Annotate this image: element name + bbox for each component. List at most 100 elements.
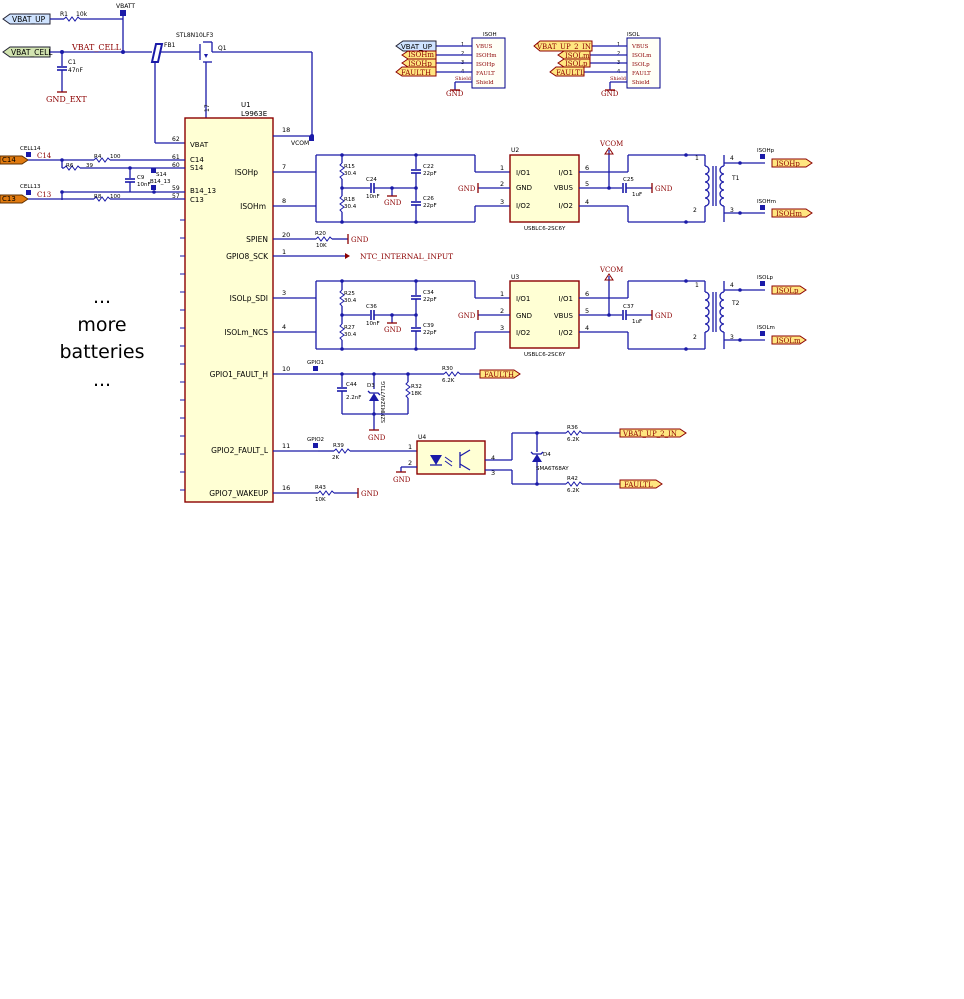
gpio2-fault-l: GPIO2 R39 2K U4 1 2 4 3 GND D4 SMA6: [307, 425, 687, 494]
r18-val: 30.4: [344, 204, 357, 210]
gnd-label-c36: GND: [384, 326, 402, 334]
gnd-label-u2: GND: [458, 185, 476, 193]
isoh-isohm-flag: [401, 50, 437, 60]
vbat-cell-wire-label: VBAT_CELL: [71, 43, 122, 52]
gpio2-label: GPIO2: [307, 437, 324, 443]
u1-pin20-num: 20: [282, 231, 290, 239]
faultl-flag: [619, 479, 663, 489]
r1-ref: R1: [60, 11, 68, 18]
islm-flag-label: ISOLm: [776, 337, 801, 345]
u2-l3: I/O2: [516, 202, 530, 210]
ellipsis-top: ...: [92, 286, 112, 308]
u1-pin59-num: 59: [172, 185, 180, 192]
u3-r2: VBUS: [554, 312, 574, 320]
u1-pin4-num: 4: [282, 323, 286, 331]
isol-vbat2-flag: [533, 40, 593, 52]
isol-filter: R25 30.4 R27 30.4 C36 10nF GND C34 22pF …: [315, 279, 510, 351]
gnd-label-c37: GND: [655, 312, 673, 320]
u3-p4: 4: [585, 324, 589, 332]
c22-ref: C22: [423, 164, 434, 170]
u2-l2: GND: [516, 184, 532, 192]
u1-pin3-num: 3: [282, 289, 286, 297]
u3-part: USBLC6-2SC6Y: [524, 352, 566, 358]
isolp-flag: [771, 285, 807, 295]
r8-val: 100: [110, 194, 121, 200]
c44-ref: C44: [346, 382, 357, 388]
u1-pin-vbat-name: VBAT: [190, 141, 209, 149]
u1-pin-gpio7-name: GPIO7_WAKEUP: [209, 489, 268, 498]
spien-r20: GND R20 10K: [315, 231, 369, 249]
gnd-label-c24: GND: [384, 199, 402, 207]
u1-pin7-num: 7: [282, 163, 286, 171]
u2-p3: 3: [500, 198, 504, 206]
c37-ref: C37: [623, 304, 634, 310]
c13-wire-label: C13: [37, 191, 51, 199]
c14-flag: [0, 155, 29, 165]
isol-shield-wire: Shield: [610, 76, 627, 82]
r20-val: 10K: [316, 243, 327, 249]
t1-pin1: 1: [695, 155, 699, 162]
u1-pin-gpio2-name: GPIO2_FAULT_L: [211, 446, 269, 455]
isoh-filter: R15 30.4 R18 30.4 C24 10nF GND C22 22pF …: [315, 153, 510, 224]
t1-pin4: 4: [730, 155, 734, 162]
q1-ref: Q1: [218, 45, 227, 52]
u1-pin-gpio1-name: GPIO1_FAULT_H: [210, 370, 268, 379]
isoh-flag-isohp: ISOHp: [408, 60, 432, 68]
gnd-label-c25: GND: [655, 185, 673, 193]
u4-pin4: 4: [491, 454, 495, 462]
isohp-flag: [771, 158, 813, 168]
vcom-label-u2: VCOM: [599, 140, 623, 148]
r39-ref: R39: [333, 443, 344, 449]
u1-pin62-num: 62: [172, 136, 180, 143]
c13-flag-label: C13: [2, 195, 16, 203]
r20-ref: R20: [315, 231, 326, 237]
d3-val: SZMM3Z4V7T1G: [381, 381, 387, 423]
u3-r3: I/O2: [559, 329, 573, 337]
u1-l9963e: U1 L9963E VBAT 62 C14 61 S14 60 B14_13 5…: [172, 52, 430, 503]
fb1-ref: FB1: [164, 42, 176, 49]
c9-ref: C9: [137, 175, 145, 181]
isoh-p2-num: 2: [461, 51, 464, 57]
u2-p6: 6: [585, 164, 589, 172]
isol-flag-vbat2: VBAT_UP_2_IN: [536, 43, 591, 51]
isol-flag-isolp: ISOLp: [565, 60, 588, 68]
isoh-p5-name: Shield: [476, 80, 494, 86]
c25-val: 1uF: [632, 192, 642, 198]
c25-ref: C25: [623, 177, 634, 183]
vbatt-testpoint: [120, 10, 126, 16]
c1-val: 47nF: [68, 67, 83, 74]
u1-pin-c14-name: C14: [190, 156, 204, 164]
c26-val: 22pF: [423, 203, 437, 209]
t1-transformer: 1 4 2 3 T1 ISOHp ISOHm ISOHp ISOHm: [684, 148, 813, 224]
u3-p5: 5: [585, 307, 589, 315]
r36-ref: R36: [567, 425, 578, 431]
vbat-up-2-in-flag: [619, 428, 687, 438]
isol-islm-flag: [557, 50, 591, 60]
isoh-connector: ISOH VBUS ISOHm ISOHp FAULT Shield 1 2 3…: [395, 32, 506, 98]
isohm-flag-label: ISOHm: [776, 210, 802, 218]
cell14-label: CELL14: [20, 146, 41, 152]
u3-p1: 1: [500, 290, 504, 298]
isoh-p1-num: 1: [461, 42, 464, 48]
r4-ref: R4: [94, 154, 102, 160]
u2-r3: I/O2: [559, 202, 573, 210]
isoh-flag-vbat: VBAT_UP: [401, 43, 432, 51]
gpio1-label: GPIO1: [307, 360, 324, 366]
u1-pin-s14-name: S14: [190, 164, 204, 172]
more-text: more: [77, 313, 127, 336]
c34-val: 22pF: [423, 297, 437, 303]
c24-val: 10nF: [366, 194, 380, 200]
r30-ref: R30: [442, 366, 453, 372]
c26-ref: C26: [423, 196, 434, 202]
u2-p2: 2: [500, 180, 504, 188]
r4-val: 100: [110, 154, 121, 160]
gnd-ext-label: GND_EXT: [46, 95, 87, 104]
c37-val: 1uF: [632, 319, 642, 325]
isohm-tp-label: ISOHm: [757, 199, 776, 205]
u1-pin-isolm-name: ISOLm_NCS: [224, 328, 268, 337]
u2-p5: 5: [585, 180, 589, 188]
r6-val: 39: [86, 163, 93, 169]
gnd-label-u3: GND: [458, 312, 476, 320]
isoh-p2-name: ISOHm: [476, 53, 497, 59]
d3-ref: D3: [367, 383, 375, 389]
